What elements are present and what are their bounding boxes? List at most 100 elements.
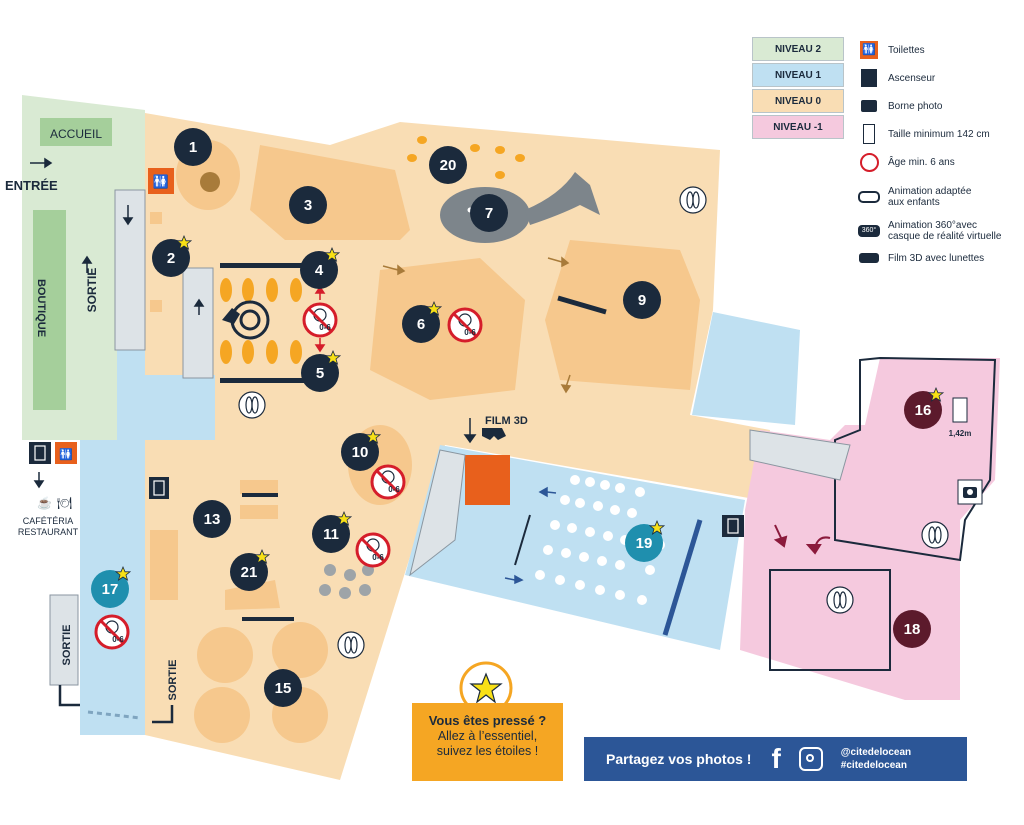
height-icon: 1,42m bbox=[949, 397, 972, 438]
wave-icon bbox=[222, 300, 270, 340]
cafe-icon: ☕🍽 bbox=[37, 495, 72, 510]
room-number: 13 bbox=[204, 511, 221, 528]
room-number: 21 bbox=[241, 564, 258, 581]
height-icon bbox=[858, 124, 880, 144]
toilets-icon-2: 🚻 bbox=[55, 442, 77, 464]
room-marker-19[interactable]: 19 bbox=[625, 520, 665, 562]
room-marker-5[interactable]: 5 bbox=[301, 350, 341, 392]
vr-icon-1 bbox=[238, 391, 266, 419]
age-restriction-icon bbox=[858, 152, 880, 172]
room-marker-16[interactable]: 16 bbox=[904, 387, 944, 429]
accueil-label: ACCUEIL bbox=[50, 127, 102, 141]
room-number: 19 bbox=[636, 535, 653, 552]
boutique-box bbox=[33, 210, 66, 410]
room-marker-3[interactable]: 3 bbox=[289, 186, 327, 224]
toilets-icon-1: 🚻 bbox=[148, 168, 174, 194]
svg-text:0-6: 0-6 bbox=[388, 485, 400, 494]
room-marker-20[interactable]: 20 bbox=[429, 146, 467, 184]
room-marker-7[interactable]: 7 bbox=[470, 194, 508, 232]
legend-elevator: Ascenseur bbox=[858, 68, 935, 88]
room-marker-13[interactable]: 13 bbox=[193, 500, 231, 538]
room-marker-10[interactable]: 10 bbox=[341, 429, 381, 471]
share-banner: Partagez vos photos ! f @citedelocean #ci… bbox=[584, 737, 967, 781]
elevator-icon-3 bbox=[722, 515, 744, 537]
restaurant-label: RESTAURANT bbox=[18, 527, 79, 537]
camera-icon bbox=[858, 96, 880, 116]
boutique-label: BOUTIQUE bbox=[35, 279, 47, 337]
room-number: 20 bbox=[440, 157, 457, 174]
child-glasses-icon bbox=[858, 187, 880, 207]
room-marker-11[interactable]: 11 bbox=[312, 511, 352, 553]
svg-text:0-6: 0-6 bbox=[319, 323, 331, 332]
room-marker-17[interactable]: 17 bbox=[91, 566, 131, 608]
accueil-box bbox=[40, 118, 112, 146]
pressed-line3: suivez les étoiles ! bbox=[436, 744, 539, 758]
room-number: 16 bbox=[915, 402, 932, 419]
room-marker-4[interactable]: 4 bbox=[300, 247, 340, 289]
toilets-room bbox=[465, 455, 510, 505]
pressed-title: Vous êtes pressé ? bbox=[428, 713, 547, 728]
entree-label: ENTRÉE bbox=[5, 178, 58, 193]
legend-level-1: NIVEAU 1 bbox=[752, 63, 844, 87]
vr-360-icon: 360° bbox=[858, 221, 880, 241]
room-number: 9 bbox=[638, 292, 646, 309]
svg-text:0-6: 0-6 bbox=[464, 328, 476, 337]
legend-height: Taille minimum 142 cm bbox=[858, 124, 990, 144]
share-tag1: @citedelocean bbox=[840, 747, 912, 758]
legend-camera: Borne photo bbox=[858, 96, 943, 116]
film3d-label: FILM 3D bbox=[485, 415, 528, 427]
room-number: 5 bbox=[316, 365, 324, 382]
room-number: 3 bbox=[304, 197, 312, 214]
legend-level-2: NIVEAU 2 bbox=[752, 37, 844, 61]
sortie-label-left: SORTIE bbox=[61, 625, 73, 666]
vr-icon-4 bbox=[921, 521, 949, 549]
legend-3d: Film 3D avec lunettes bbox=[858, 248, 984, 268]
elevator-icon bbox=[858, 68, 880, 88]
room-marker-15[interactable]: 15 bbox=[264, 669, 302, 707]
elevator-icon-1 bbox=[29, 442, 51, 464]
cafeteria-label: CAFÉTÉRIA bbox=[23, 516, 74, 526]
3d-glasses-map-icon bbox=[482, 428, 506, 440]
room-marker-9[interactable]: 9 bbox=[623, 281, 661, 319]
level-1-right bbox=[692, 312, 800, 425]
room-marker-1[interactable]: 1 bbox=[174, 128, 212, 166]
legend-age: Âge min. 6 ans bbox=[858, 152, 955, 172]
room-number: 1 bbox=[189, 139, 197, 156]
share-tag2: #citedelocean bbox=[840, 760, 907, 771]
vr-icon-3 bbox=[337, 631, 365, 659]
pressed-box: Vous êtes pressé ? Allez à l’essentiel, … bbox=[412, 703, 563, 781]
svg-text:1,42m: 1,42m bbox=[949, 429, 972, 438]
svg-text:🚻: 🚻 bbox=[59, 448, 73, 461]
room-number: 17 bbox=[102, 581, 119, 598]
pressed-line2: Allez à l’essentiel, bbox=[437, 729, 538, 743]
camera-icon bbox=[957, 479, 983, 505]
toilet-icon: 🚻 bbox=[858, 40, 880, 60]
svg-text:0-6: 0-6 bbox=[372, 553, 384, 562]
room-marker-6[interactable]: 6 bbox=[402, 301, 442, 343]
sortie-label-bottom: SORTIE bbox=[167, 660, 179, 701]
legend-level-0: NIVEAU 0 bbox=[752, 89, 844, 113]
room-number: 6 bbox=[417, 316, 425, 333]
legend-level-minus1: NIVEAU -1 bbox=[752, 115, 844, 139]
room-number: 2 bbox=[167, 250, 175, 267]
svg-text:0-6: 0-6 bbox=[112, 635, 124, 644]
room-number: 4 bbox=[315, 262, 324, 279]
3d-glasses-icon bbox=[858, 248, 880, 268]
facebook-icon[interactable]: f bbox=[771, 743, 781, 774]
legend-toilets: 🚻 Toilettes bbox=[858, 40, 925, 60]
share-title: Partagez vos photos ! bbox=[606, 751, 752, 767]
elevator-icon-2 bbox=[149, 477, 169, 499]
svg-text:☕: ☕ bbox=[37, 495, 52, 510]
room-number: 7 bbox=[485, 205, 493, 222]
vr-icon-2 bbox=[679, 186, 707, 214]
room-marker-18[interactable]: 18 bbox=[893, 610, 931, 648]
room-number: 11 bbox=[323, 526, 339, 543]
room-marker-21[interactable]: 21 bbox=[230, 549, 270, 591]
room-marker-2[interactable]: 2 bbox=[152, 235, 192, 277]
svg-text:🍽: 🍽 bbox=[57, 496, 72, 510]
instagram-icon[interactable] bbox=[798, 747, 823, 771]
sortie-label: SORTIE bbox=[85, 268, 99, 313]
svg-text:🚻: 🚻 bbox=[153, 174, 169, 189]
